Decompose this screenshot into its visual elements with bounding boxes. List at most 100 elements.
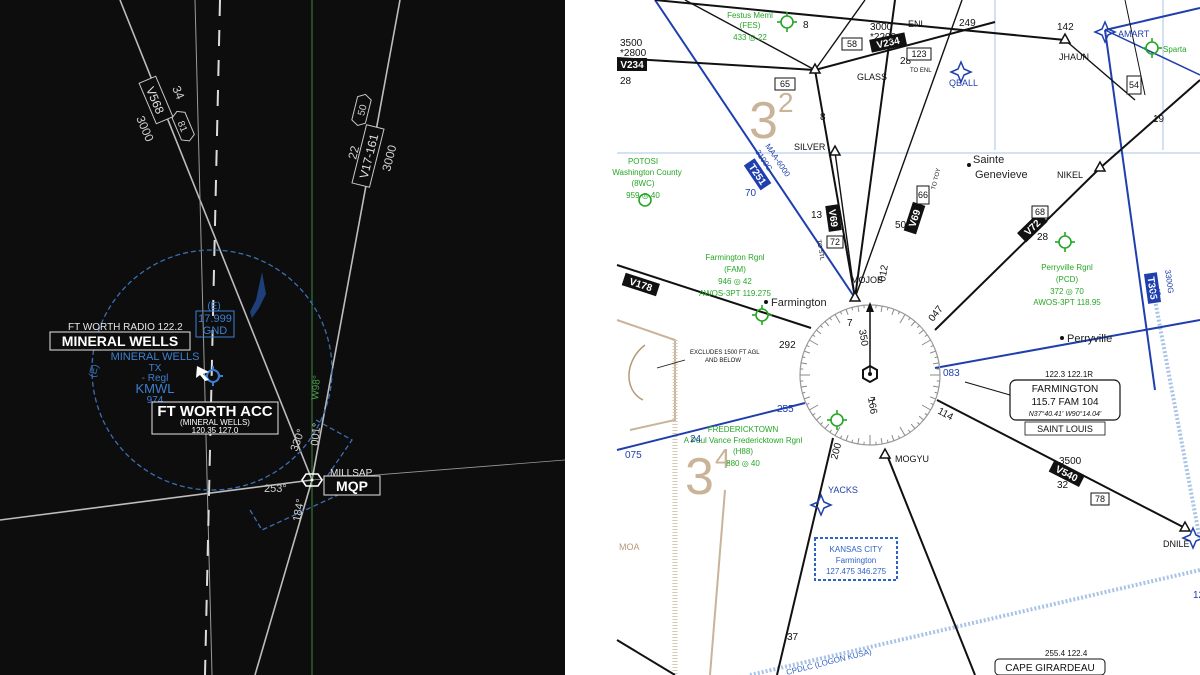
apt-fam-name: Farmington Rgnl — [705, 253, 764, 262]
airway-tdy — [854, 0, 963, 299]
radio-name: MINERAL WELLS — [62, 333, 178, 349]
rose-tick — [824, 321, 830, 327]
fix-mojob: MOJOB — [851, 275, 883, 285]
svg-text:70: 70 — [745, 188, 757, 199]
rose-tick — [930, 344, 934, 348]
apt-h88-name2: A Paul Vance Fredericktown Rgnl — [684, 436, 803, 445]
radial-184: 184° — [291, 498, 307, 523]
v568-distance: 34 — [169, 84, 187, 102]
airway-v69 — [814, 69, 856, 299]
airway-south-line — [254, 479, 313, 675]
fix-silver-triangle — [828, 144, 842, 156]
svg-text:65: 65 — [780, 79, 790, 89]
radio-label: FT WORTH RADIO 122.2 — [68, 322, 183, 333]
rose-tick — [809, 339, 819, 346]
rose-tick — [929, 396, 936, 400]
cape-freqs: 255.4 122.4 — [1045, 649, 1088, 658]
airway-v178 — [616, 264, 812, 329]
rose-tick — [921, 339, 931, 346]
moa-boundary-2 — [709, 489, 726, 675]
rose-tick — [802, 356, 806, 359]
to-stl-label: TO STL — [815, 239, 825, 261]
svg-text:142: 142 — [1057, 22, 1074, 33]
shield-t305: T305 — [1143, 272, 1162, 304]
svg-text:50: 50 — [895, 220, 907, 231]
apt-8wc-name: POTOSI — [628, 157, 658, 166]
moa-label: MOA — [619, 542, 640, 552]
rose-tick — [932, 385, 940, 388]
vor-symbol — [301, 473, 323, 487]
svg-text:123: 123 — [911, 49, 926, 59]
v568-mca-box — [171, 110, 195, 142]
rose-tick — [886, 439, 889, 443]
fix-mogyu: MOGYU — [895, 454, 929, 464]
rose-tick — [899, 426, 906, 436]
airway-numbers: 28 3500 *2800 3000 *2200 28 249 142 19 1… — [620, 18, 1200, 643]
apt-fes-info: 433 ◎ 22 — [733, 33, 767, 42]
svg-text:249: 249 — [959, 18, 976, 29]
rose-tick — [921, 404, 931, 411]
airway-glass-ne — [814, 0, 866, 71]
svg-text:28: 28 — [900, 56, 912, 67]
apt-sparta-name: Sparta — [1163, 45, 1187, 54]
airway-v17-line — [311, 0, 401, 481]
excludes-line1: EXCLUDES 1500 FT AGL — [690, 350, 760, 356]
svg-text:54: 54 — [1129, 80, 1139, 90]
svg-text:78: 78 — [1095, 494, 1105, 504]
rose-tick — [806, 344, 810, 348]
airport-name-line3: - Regl — [142, 373, 169, 384]
fix-qball-star — [949, 60, 973, 84]
apt-h88-id: (H88) — [733, 447, 753, 456]
radial-012: 012 — [877, 264, 891, 283]
airway-200 — [776, 437, 834, 675]
airway-mojob-north — [854, 0, 896, 299]
fix-mogyu-triangle — [878, 447, 892, 459]
rose-tick — [924, 413, 928, 416]
rose-tick — [851, 307, 854, 311]
city-dot-perryville — [1060, 336, 1064, 340]
apt-pcd-info: 372 ◎ 70 — [1050, 287, 1084, 296]
airport-name-line1: MINERAL WELLS — [111, 351, 200, 363]
rose-tick — [800, 362, 808, 365]
vor-id: MQP — [336, 478, 368, 494]
rose-tick — [918, 329, 924, 335]
rose-tick — [812, 334, 816, 337]
rose-tick — [934, 356, 938, 359]
boxed-numbers: 58 123 65 72 66 68 78 54 — [774, 37, 1142, 506]
airway-nikel-east — [1099, 79, 1200, 169]
class-e-airspace-circle — [91, 249, 333, 491]
city-genevieve: Genevieve — [975, 169, 1028, 181]
airway-west-line — [0, 479, 313, 521]
ground-label: GND — [203, 325, 228, 337]
green-airport-ticks — [752, 12, 1162, 430]
svg-text:8: 8 — [820, 112, 826, 123]
svg-text:8: 8 — [803, 20, 809, 31]
airway-amart-south — [1124, 0, 1146, 96]
rose-tick — [917, 422, 920, 425]
rose-tick — [800, 385, 808, 388]
cape-name: CAPE GIRARDEAU — [1005, 663, 1094, 674]
apt-h88-name: FREDERICKTOWN — [708, 425, 779, 434]
kc-line3: 127.475 346.275 — [826, 567, 887, 576]
fix-glass-triangle — [808, 62, 822, 74]
fix-dnile-star — [1181, 526, 1200, 550]
radial-200: 200 — [829, 441, 844, 460]
rose-tick — [845, 309, 849, 316]
excludes-line2: AND BELOW — [705, 358, 741, 364]
shield-v69-b: V69 — [825, 204, 842, 232]
svg-text:58: 58 — [847, 39, 857, 49]
fix-jhaun-triangle — [1058, 32, 1072, 44]
fix-dnile: DNILE — [1163, 539, 1190, 549]
rose-tick — [917, 325, 920, 328]
kc-line2: Farmington — [836, 556, 876, 565]
rose-tick — [839, 311, 843, 315]
area-number-2-small: 4 — [715, 443, 731, 474]
rose-tick — [932, 362, 940, 365]
class-e-tag: (E) — [87, 363, 101, 379]
kansas-city-box — [814, 537, 898, 581]
rose-tick — [929, 350, 936, 354]
fix-amart-star — [1093, 20, 1117, 44]
v17-mca-group: 50 — [351, 93, 372, 127]
shield-v234: V234 — [869, 32, 908, 53]
radial-350: 350 — [856, 329, 870, 348]
